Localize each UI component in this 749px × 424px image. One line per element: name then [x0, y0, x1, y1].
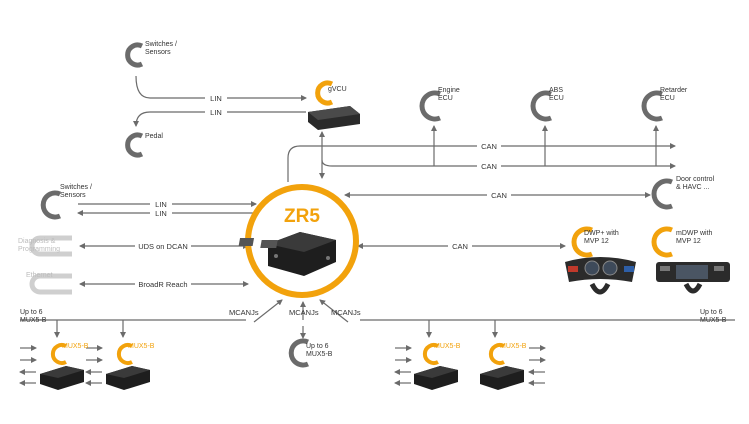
mdwp-dashboard-image — [656, 262, 730, 294]
connection-lines — [19, 75, 735, 386]
ethernet-label: Ethernet — [26, 272, 53, 279]
label-line: Programming — [18, 246, 60, 253]
switches-left-label: Switches /Sensors — [60, 184, 92, 199]
label-line: MUX5-B — [700, 317, 727, 324]
can-bus-2 — [321, 159, 676, 169]
mcan-label-2: MCANJs — [289, 308, 319, 317]
lin-top-line-2 — [133, 111, 306, 127]
pedal-label: Pedal — [145, 133, 163, 140]
node-switches-top: Switches /Sensors — [125, 41, 177, 68]
zr5-unit: ZR5 — [238, 184, 359, 298]
node-switches-left: Switches /Sensors — [40, 184, 92, 220]
mux2-label: MUX5-B — [128, 343, 155, 350]
label-line: ECU — [438, 95, 453, 102]
mux1-label: MUX5-B — [62, 343, 89, 350]
gvcu-label: gVCU — [328, 86, 347, 93]
can-right-label: CAN — [452, 242, 468, 251]
dwp-dashboard-image — [565, 257, 636, 295]
door-control-label: Door control& HAVC ... — [676, 176, 715, 191]
link-labels: LIN LIN CAN CAN CAN LIN LIN UDS on DCAN … — [135, 94, 511, 317]
zr5-title: ZR5 — [284, 206, 320, 227]
label-line: MVP 12 — [584, 238, 609, 245]
label-line: ECU — [549, 95, 564, 102]
label-line: MVP 12 — [676, 238, 701, 245]
mux4-label: MUX5-B — [500, 343, 527, 350]
label-line: Sensors — [145, 49, 171, 56]
lin-top-label-2: LIN — [210, 108, 222, 117]
mcan-label-1: MCANJs — [229, 308, 259, 317]
can-label-3: CAN — [491, 191, 507, 200]
lin-top-line-1 — [135, 75, 307, 101]
node-door-control: Door control& HAVC ... — [651, 176, 715, 210]
broadr-label: BroadR Reach — [138, 280, 187, 289]
can-bus-1 — [287, 143, 676, 182]
label-line: & HAVC ... — [676, 184, 709, 191]
lin-top-label-1: LIN — [210, 94, 222, 103]
node-gvcu: gVCU — [308, 80, 360, 130]
mux-module-1: MUX5-B — [40, 343, 89, 390]
zr5-device-image — [238, 232, 336, 276]
mux-module-3: MUX5-B — [414, 343, 461, 390]
uds-label: UDS on DCAN — [138, 242, 188, 251]
node-pedal: Pedal — [125, 132, 163, 158]
mux-module-2: MUX5-B — [106, 343, 155, 390]
mcan-label-3: MCANJs — [331, 308, 361, 317]
label-line: MUX5-B — [306, 351, 333, 358]
mux3-label: MUX5-B — [434, 343, 461, 350]
lin-left-label-1: LIN — [155, 200, 167, 209]
diagnosis-label: Diagnosis &Programming — [18, 238, 60, 253]
can-label-1: CAN — [481, 142, 497, 151]
mux-module-4: MUX5-B — [480, 343, 527, 390]
node-diagnosis: Diagnosis &Programming — [18, 235, 72, 257]
label-line: MUX5-B — [20, 317, 47, 324]
svg-text:Switches /Sensors: Switches /Sensors — [145, 41, 177, 56]
label-line: ECU — [660, 95, 675, 102]
label-line: Sensors — [60, 192, 86, 199]
can-label-2: CAN — [481, 162, 497, 171]
switches-top-label: Switches / — [145, 41, 177, 48]
lin-left-label-2: LIN — [155, 209, 167, 218]
node-ethernet: Ethernet — [26, 272, 72, 295]
